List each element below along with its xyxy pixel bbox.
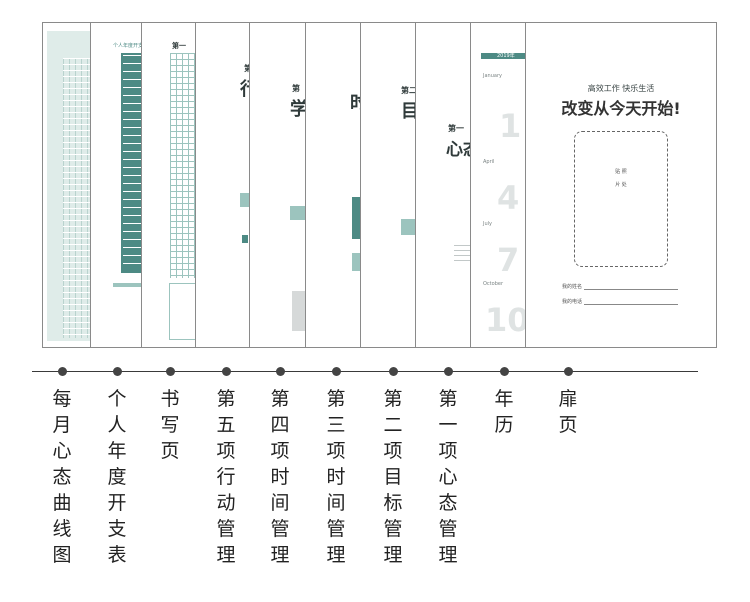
page-section-2[interactable]: 第二 目 [360,22,422,348]
writing-page-header: 第一 [172,42,186,50]
timeline-dot [222,367,231,376]
label-section-3: 第三项时间管理 [326,388,346,566]
section1-title: 心态 [446,140,477,160]
page-calendar[interactable]: 2019年 January 1 April 4 July 7 October 1… [470,22,532,348]
section1-prefix: 第一 [448,124,464,133]
page-section-4[interactable]: 第 学 [249,22,311,348]
expense-title: 个人年度开支表 [113,43,149,49]
timeline-dot [564,367,573,376]
cover-phone-label: 我的电话 [562,299,583,305]
cover-name-label: 我的姓名 [562,284,583,290]
page-section-3[interactable]: 时 [305,22,367,348]
cover-name-line[interactable] [584,289,678,290]
cover-phone-line[interactable] [584,304,678,305]
label-expense: 个人年度开支表 [107,388,127,566]
timeline-dot [166,367,175,376]
calendar-month-name: October [483,281,504,287]
section5-marker [242,235,248,243]
timeline-dot [389,367,398,376]
timeline-dot [276,367,285,376]
label-writing: 书写页 [160,388,180,462]
page-writing[interactable]: 第一 [141,22,201,348]
label-section-2: 第二项目标管理 [383,388,403,566]
label-section-1: 第一项心态管理 [438,388,458,566]
calendar-month-digit: 10 [485,301,530,339]
calendar-month-digit: 1 [499,107,522,145]
timeline-dot [113,367,122,376]
page-cover[interactable]: 高效工作 快乐生活 改变从今天开始! 贴 照 片 处 我的姓名 我的电话 [525,22,717,348]
timeline-dot [444,367,453,376]
label-section-5: 第五项行动管理 [216,388,236,566]
section4-title: 学 [290,99,308,120]
label-mood-curve: 每月心态曲线图 [52,388,72,566]
section2-title: 目 [401,101,419,122]
label-calendar: 年历 [494,388,514,436]
timeline-line [32,371,698,372]
page-stack: 个人年度开支表 第一 第 行 第 学 时 第二 目 第一 心态 [42,22,717,348]
calendar-month-digit: 7 [497,241,520,279]
timeline-dot [332,367,341,376]
calendar-month-name: January [483,73,502,79]
calendar-month-name: April [483,159,495,165]
label-cover: 扉页 [558,388,578,436]
photo-placeholder[interactable]: 贴 照 片 处 [574,131,668,267]
section5-prefix: 第 [244,64,252,73]
timeline-dot [500,367,509,376]
page-section-1[interactable]: 第一 心态 [415,22,477,348]
expense-footer-bar [113,283,149,287]
section2-prefix: 第二 [401,86,417,95]
calendar-month-digit: 4 [497,179,520,217]
cover-headline: 改变从今天开始! [561,99,681,118]
cover-slogan: 高效工作 快乐生活 [587,84,655,93]
label-section-4: 第四项时间管理 [270,388,290,566]
calendar-header-bar [481,53,529,59]
calendar-year: 2019年 [497,53,515,59]
calendar-month-name: July [483,221,492,227]
mood-curve-grid [63,58,93,338]
timeline-dot [58,367,67,376]
writing-notes-box [169,283,200,340]
section4-prefix: 第 [292,84,300,93]
photo-placeholder-text: 贴 照 片 处 [615,169,627,188]
page-section-5[interactable]: 第 行 [195,22,255,348]
section3-bar [352,197,362,239]
